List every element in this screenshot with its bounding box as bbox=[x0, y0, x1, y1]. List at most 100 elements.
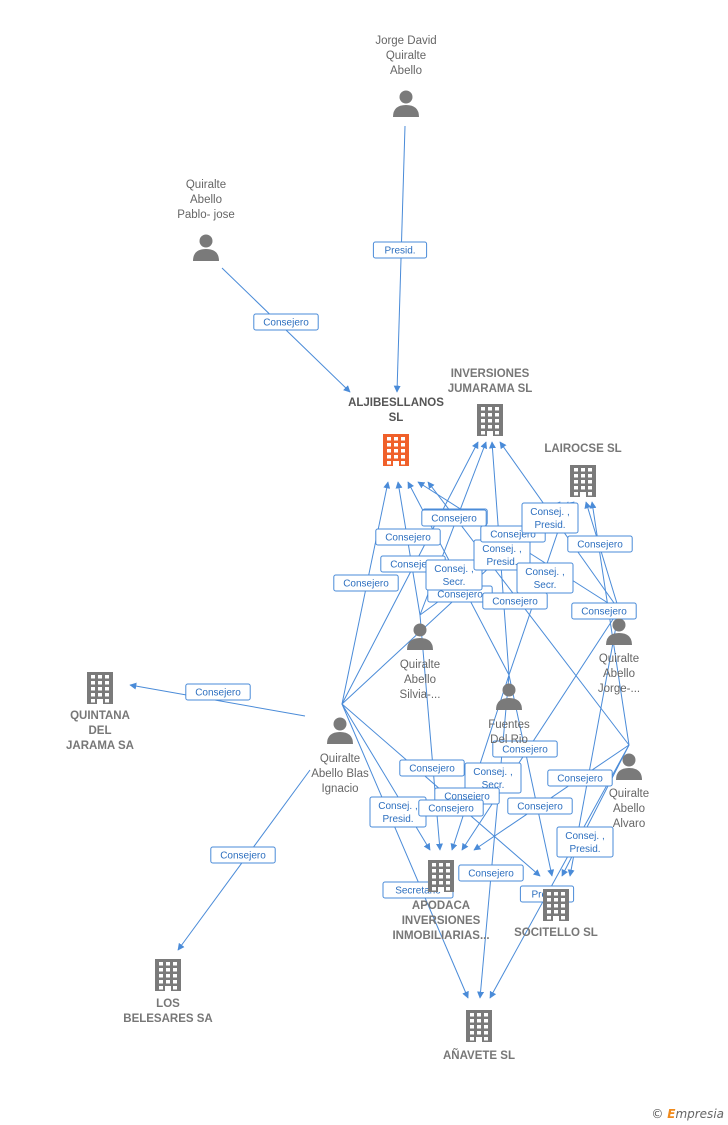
edge-jorge-dots-to-lairocse bbox=[584, 501, 620, 611]
edge-label-text: Consejero bbox=[517, 802, 563, 813]
node-label-line: Quiralte bbox=[186, 179, 226, 191]
node-label-line: SL bbox=[389, 412, 404, 424]
edge-label[interactable]: Presid. bbox=[372, 241, 428, 259]
edge-label[interactable]: Consejero bbox=[571, 602, 637, 620]
node-socitello[interactable]: SOCITELLO SL bbox=[514, 889, 598, 939]
edge-label[interactable]: Consej. ,Secr. bbox=[425, 559, 483, 591]
node-label-line: Abello bbox=[190, 194, 222, 206]
edge-label[interactable]: Consejero bbox=[507, 797, 573, 815]
brand-name: mpresia bbox=[675, 1107, 724, 1121]
edge-label[interactable]: Consejero bbox=[375, 528, 441, 546]
node-label-line: Fuentes bbox=[488, 719, 530, 731]
edge-label-text: Consej. , bbox=[473, 767, 512, 778]
edge-label[interactable]: Consejero bbox=[418, 799, 484, 817]
building-icon bbox=[87, 672, 113, 704]
edge-fuentes-to-anavete bbox=[477, 674, 510, 999]
node-label-line: Pablo- jose bbox=[177, 209, 235, 221]
person-icon bbox=[616, 753, 642, 780]
edge-label[interactable]: Consejero bbox=[482, 592, 548, 610]
node-silvia[interactable]: QuiralteAbelloSilvia-... bbox=[400, 623, 441, 702]
node-label-line: Quiralte bbox=[400, 659, 440, 671]
edge-label-box bbox=[425, 559, 483, 591]
edge-jorge-david-to-aljibesllanos bbox=[393, 125, 406, 393]
edge-label-text: Consejero bbox=[390, 560, 436, 571]
node-label-line: INVERSIONES bbox=[402, 915, 481, 927]
node-apodaca[interactable]: APODACAINVERSIONESINMOBILIARIAS... bbox=[392, 860, 490, 942]
edge-label-box bbox=[421, 509, 487, 527]
edge-label-text: Consej. , bbox=[530, 507, 569, 518]
building-icon bbox=[155, 959, 181, 991]
edge-label-text: Consejero bbox=[437, 590, 483, 601]
node-anavete[interactable]: AÑAVETE SL bbox=[443, 1010, 515, 1062]
edge-label[interactable]: Consejero bbox=[458, 864, 524, 882]
edge-label[interactable]: Consejero bbox=[399, 759, 465, 777]
edge-label-box bbox=[333, 574, 399, 592]
edge-label-box bbox=[253, 313, 319, 331]
edge-alvaro-to-anavete bbox=[489, 744, 630, 999]
edge-label[interactable]: Consejero bbox=[185, 683, 251, 701]
edge-label-text: Consej. , bbox=[482, 544, 521, 555]
node-label-line: Abello bbox=[390, 65, 422, 77]
edge-label-box bbox=[185, 683, 251, 701]
edge-label-text: Presid. bbox=[382, 814, 413, 825]
person-icon bbox=[193, 234, 219, 261]
node-lairocse[interactable]: LAIROCSE SL bbox=[544, 443, 622, 497]
person-icon bbox=[496, 683, 522, 710]
node-label-line: Alvaro bbox=[613, 818, 646, 830]
edge-label-text: Consejero bbox=[263, 318, 309, 329]
edge-label-text: Consejero bbox=[468, 869, 514, 880]
node-label-line: Jorge David bbox=[375, 35, 436, 47]
edge-label-box bbox=[567, 535, 633, 553]
node-label-line: JARAMA SA bbox=[66, 740, 134, 752]
person-icon bbox=[393, 90, 419, 117]
node-jorge-dots[interactable]: QuiralteAbelloJorge-... bbox=[598, 618, 640, 696]
node-label-line: Abello bbox=[613, 803, 645, 815]
node-label-line: Quiralte bbox=[320, 753, 360, 765]
node-label-line: INVERSIONES bbox=[451, 368, 530, 380]
edge-label[interactable]: Consejero bbox=[567, 535, 633, 553]
edge-label[interactable]: Consej. ,Presid. bbox=[369, 796, 427, 828]
edge-label-text: Consejero bbox=[195, 688, 241, 699]
edge-label-box bbox=[521, 502, 579, 534]
edge-label-text: Consejero bbox=[385, 533, 431, 544]
edge-label-box bbox=[210, 846, 276, 864]
brand-initial: E bbox=[667, 1107, 676, 1121]
node-label-line: Quiralte bbox=[599, 653, 639, 665]
edge-label-text: Consejero bbox=[409, 764, 455, 775]
person-icon bbox=[407, 623, 433, 650]
edge-blas-to-anavete bbox=[341, 703, 469, 999]
edge-blas-to-inversiones-jumarama bbox=[341, 441, 479, 705]
edge-label-text: Consejero bbox=[431, 514, 477, 525]
edge-label-text: Consejero bbox=[343, 579, 389, 590]
edge-label[interactable]: Consejero bbox=[210, 846, 276, 864]
edge-label[interactable]: Consej. ,Secr. bbox=[516, 562, 574, 594]
edge-label[interactable]: Consejero bbox=[333, 574, 399, 592]
edge-label-text: Consejero bbox=[490, 530, 536, 541]
edge-label-box bbox=[458, 864, 524, 882]
node-label-line: INMOBILIARIAS... bbox=[392, 930, 489, 942]
node-label-line: Abello bbox=[603, 668, 635, 680]
edge-label[interactable]: Consejero bbox=[547, 769, 613, 787]
edge-label[interactable]: Consejero bbox=[421, 509, 487, 527]
node-label-line: Del Rio bbox=[490, 734, 528, 746]
edge-label[interactable]: Consej. ,Presid. bbox=[556, 826, 614, 858]
edge-label-text: Secr. bbox=[443, 577, 466, 588]
edge-label[interactable]: Consej. ,Presid. bbox=[473, 539, 531, 571]
edge-label[interactable]: Consejero bbox=[253, 313, 319, 331]
edge-label[interactable]: Consej. ,Presid. bbox=[521, 502, 579, 534]
person-icon bbox=[606, 618, 632, 645]
edge-label[interactable]: Consejero bbox=[492, 740, 558, 758]
building-icon bbox=[428, 860, 454, 892]
edge-label-text: Consejero bbox=[502, 745, 548, 756]
node-label-line: AÑAVETE SL bbox=[443, 1049, 515, 1062]
edge-jorge-dots-to-apodaca bbox=[461, 609, 620, 851]
